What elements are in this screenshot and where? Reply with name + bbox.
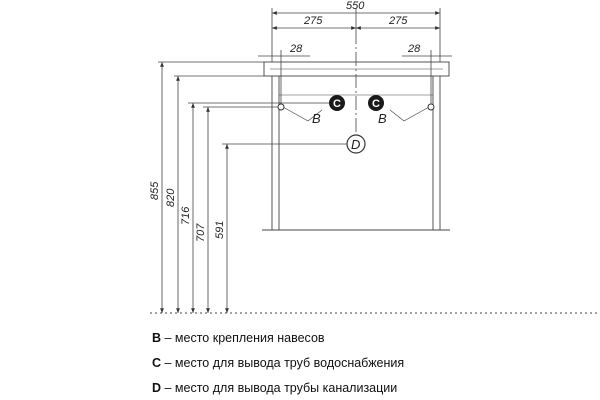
legend-letter-b: B [152,331,162,345]
legend-letter-d: D [152,381,162,395]
hanger-point-right [427,103,435,111]
legend-text-b: – место крепления навесов [161,331,325,345]
hanger-bracket-right [389,106,430,122]
legend-letter-c: C [152,356,162,370]
dim-height-707: 707 [195,223,207,242]
countertop [263,61,450,77]
marker-b-right: B [378,111,387,126]
hanger-bracket-left [282,106,323,122]
dim-height-855: 855 [149,181,161,200]
dim-half-width-right: 275 [388,15,408,27]
dim-overall-width: 550 [346,0,365,12]
dim-height-716: 716 [180,206,192,225]
dim-edge-left: 28 [289,43,303,55]
legend-text-c: – место для вывода труб водоснабжения [161,356,405,370]
legend-item-c: C – место для вывода труб водоснабжения [152,356,592,370]
hanger-point-left [277,103,285,111]
dim-height-820: 820 [165,188,177,207]
legend-item-b: B – место крепления навесов [152,331,592,345]
dim-edge-right: 28 [407,43,421,55]
dim-height-591: 591 [214,221,226,239]
dim-half-width-left: 275 [303,15,323,27]
marker-c-left: C [333,98,341,110]
legend-item-d: D – место для вывода трубы канализации [152,381,592,395]
legend-text-d: – место для вывода трубы канализации [161,381,398,395]
technical-drawing: B B C C D 550 275 275 28 28 855 820 716 … [149,0,600,314]
marker-b-left: B [312,111,321,126]
marker-c-right: C [372,98,380,110]
marker-d: D [351,137,360,152]
water-outlet-right [368,95,384,111]
water-outlet-left [329,95,345,111]
